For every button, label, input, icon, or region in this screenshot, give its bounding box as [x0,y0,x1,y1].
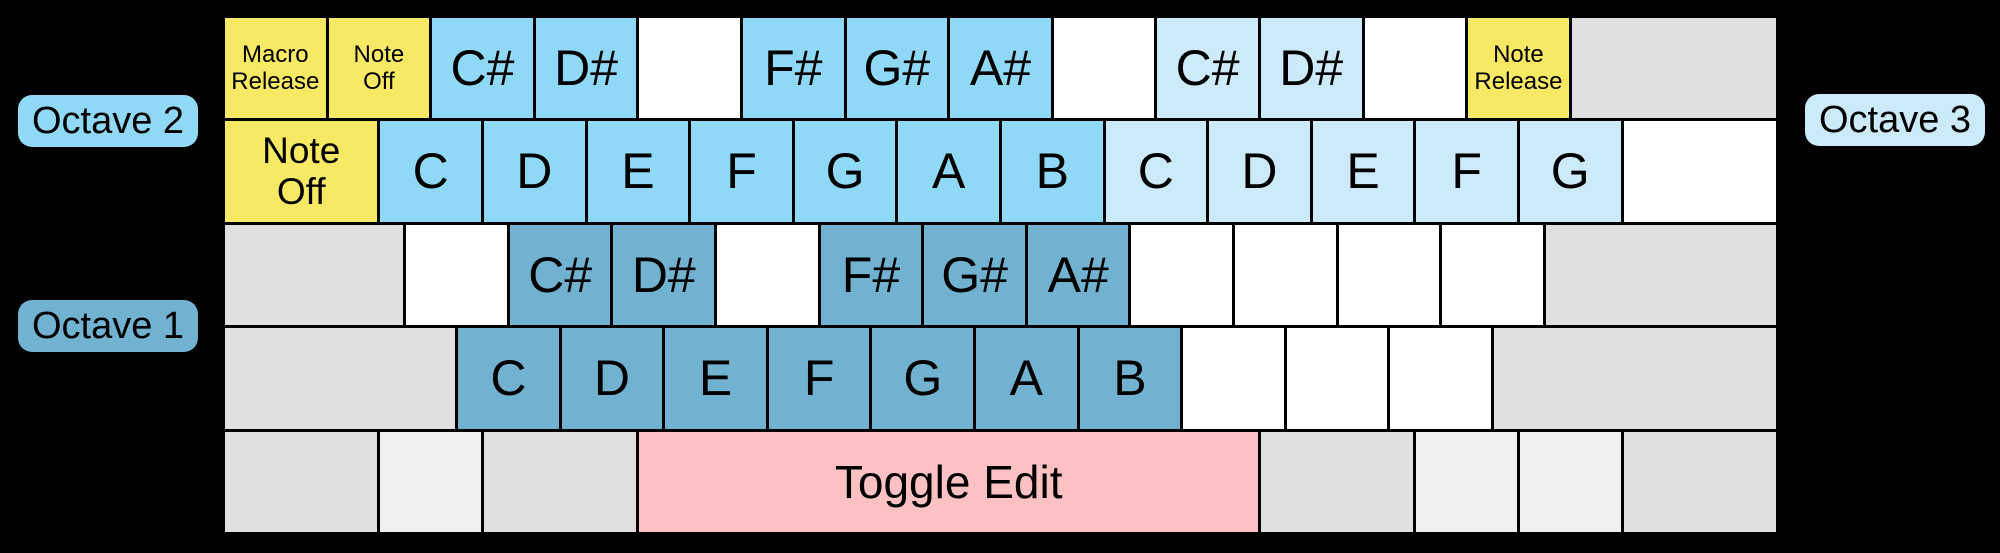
key-blank [1623,121,1776,222]
key-shift-right [1494,328,1776,429]
key-alt-right [1261,431,1414,533]
key-blank [1053,18,1155,119]
key-ctrl-right [1623,431,1776,533]
key-note-e-oct1: E [665,328,766,429]
key-alt-left [484,431,637,533]
key-note-g-oct3: G [1519,121,1621,222]
key-blank [1286,328,1388,429]
key-blank [717,224,818,326]
key-macro-release: Macro Release [225,18,326,119]
key-note-b-oct1: B [1079,328,1181,429]
key-capslock [225,224,404,326]
key-note-dsharp-oct1: D# [613,224,715,326]
key-note-a-oct1: A [976,328,1077,429]
row-bottom: Toggle Edit [225,431,1776,533]
row-home: C#D# F#G#A# [225,224,1776,326]
key-note-g-oct2: G [794,121,896,222]
key-note-gsharp-oct2: G# [846,18,948,119]
key-ctrl-left [225,431,378,533]
key-blank [1338,224,1440,326]
key-win-left [380,431,481,533]
key-win-right [1416,431,1517,533]
key-blank [1235,224,1336,326]
key-note-f-oct3: F [1416,121,1517,222]
key-note-f-oct2: F [691,121,792,222]
key-enter [1545,224,1776,326]
key-backspace [1571,18,1776,119]
key-note-d-oct2: D [484,121,585,222]
key-note-csharp-oct2: C# [432,18,533,119]
key-note-f-oct1: F [768,328,870,429]
key-note-off: Note Off [328,18,430,119]
key-note-csharp-oct1: C# [509,224,611,326]
key-blank [406,224,507,326]
key-note-fsharp-oct1: F# [820,224,922,326]
key-note-d-oct1: D [561,328,663,429]
key-note-asharp-oct2: A# [950,18,1051,119]
key-toggle-edit: Toggle Edit [639,431,1258,533]
key-note-fsharp-oct2: F# [742,18,844,119]
key-note-off-tab: Note Off [225,121,378,222]
key-note-a-oct2: A [898,121,999,222]
key-note-dsharp-oct2: D# [535,18,637,119]
octave-2-label: Octave 2 [18,95,198,147]
key-menu [1520,431,1621,533]
key-note-g-oct1: G [872,328,974,429]
key-note-c-oct3: C [1105,121,1207,222]
key-blank [1390,328,1492,429]
key-blank [1183,328,1284,429]
key-blank [1364,18,1466,119]
key-note-c-oct1: C [458,328,559,429]
key-blank [1442,224,1543,326]
key-note-gsharp-oct1: G# [924,224,1025,326]
key-note-e-oct3: E [1312,121,1414,222]
key-shift-left [225,328,456,429]
key-note-d-oct3: D [1209,121,1310,222]
key-note-asharp-oct1: A# [1027,224,1129,326]
key-note-csharp-oct3: C# [1157,18,1258,119]
key-note-c-oct2: C [380,121,481,222]
octave-1-label: Octave 1 [18,300,198,352]
key-note-e-oct2: E [587,121,689,222]
key-note-b-oct2: B [1001,121,1103,222]
key-note-release: Note Release [1468,18,1569,119]
key-blank [1131,224,1233,326]
key-blank [639,18,740,119]
key-note-dsharp-oct3: D# [1260,18,1362,119]
octave-3-label: Octave 3 [1805,94,1985,146]
